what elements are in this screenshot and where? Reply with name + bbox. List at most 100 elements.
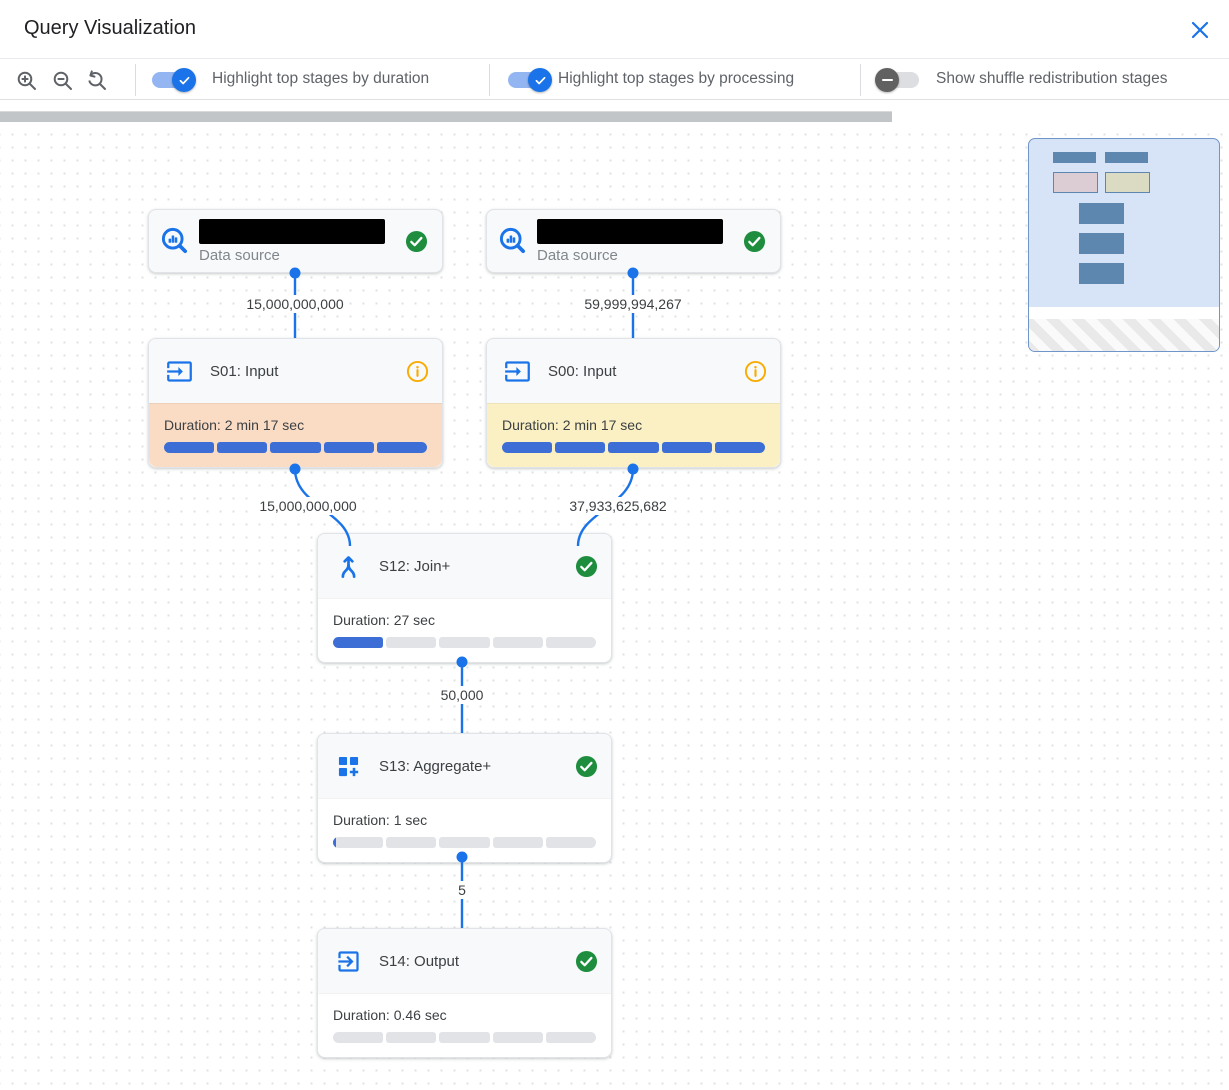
progress-segment — [502, 442, 553, 453]
horizontal-scrollbar-thumb[interactable] — [0, 111, 892, 122]
close-icon[interactable] — [1187, 17, 1213, 43]
progress-segment — [333, 1032, 384, 1043]
dot-grid-background — [0, 124, 1229, 1090]
stage-title: S00: Input — [548, 362, 617, 380]
completed-status-icon — [575, 755, 598, 778]
progress-segment — [333, 637, 384, 648]
output-icon — [335, 948, 362, 975]
input-icon — [166, 358, 193, 385]
edge-row-count: 5 — [453, 881, 471, 899]
bigquery-logo-icon — [497, 225, 529, 257]
minimap-out-of-view-stripes — [1029, 319, 1219, 351]
data-source-label: Data source — [537, 246, 618, 264]
stage-title: S12: Join+ — [379, 557, 451, 575]
info-status-icon[interactable] — [406, 360, 429, 383]
toolbar-divider — [489, 64, 490, 96]
node-data-source-2[interactable]: Data source — [486, 209, 781, 273]
completed-status-icon — [405, 230, 428, 253]
progress-segment — [386, 837, 437, 848]
progress-segment — [555, 442, 606, 453]
progress-segment — [386, 1032, 437, 1043]
progress-bar — [333, 1032, 597, 1043]
progress-segment — [545, 837, 597, 848]
duration-label: Duration: 2 min 17 sec — [502, 417, 643, 433]
zoom-in-icon[interactable] — [14, 68, 40, 94]
progress-segment — [661, 442, 712, 453]
edge-row-count: 15,000,000,000 — [254, 497, 362, 515]
node-s12-join[interactable]: S12: Join+ Duration: 27 sec — [317, 533, 612, 663]
node-s01-input[interactable]: S01: Input Duration: 2 min 17 sec — [148, 338, 443, 468]
progress-segment — [492, 637, 543, 648]
minimap-out-of-view-band — [1029, 307, 1219, 319]
progress-segment — [376, 442, 428, 453]
stage-title: S01: Input — [210, 362, 279, 380]
progress-segment — [386, 637, 437, 648]
horizontal-scrollbar — [0, 101, 1229, 123]
toggle-highlight-duration[interactable] — [152, 68, 196, 92]
stage-title: S14: Output — [379, 952, 460, 970]
toggle-label-duration: Highlight top stages by duration — [212, 70, 430, 87]
completed-status-icon — [575, 950, 598, 973]
info-status-icon[interactable] — [744, 360, 767, 383]
progress-segment — [439, 837, 490, 848]
progress-segment — [217, 442, 268, 453]
completed-status-icon — [743, 230, 766, 253]
toggle-label-processing: Highlight top stages by processing — [558, 70, 795, 87]
minimap-node — [1079, 203, 1124, 224]
aggregate-icon — [335, 753, 362, 780]
node-data-source-1[interactable]: Data source — [148, 209, 443, 273]
node-s00-input[interactable]: S00: Input Duration: 2 min 17 sec — [486, 338, 781, 468]
stage-title: S13: Aggregate+ — [379, 757, 492, 775]
join-icon — [335, 553, 362, 580]
toggle-label-shuffle: Show shuffle redistribution stages — [936, 70, 1168, 87]
progress-segment — [545, 1032, 597, 1043]
progress-segment — [439, 1032, 490, 1043]
minimap-node — [1079, 263, 1124, 284]
minimap-node-highlight-duration — [1053, 172, 1098, 193]
progress-segment — [492, 837, 543, 848]
dialog-header: Query Visualization — [0, 0, 1229, 58]
bigquery-logo-icon — [159, 225, 191, 257]
progress-segment — [608, 442, 659, 453]
toolbar-divider — [135, 64, 136, 96]
edge-row-count: 50,000 — [435, 686, 489, 704]
progress-segment — [545, 637, 597, 648]
duration-label: Duration: 27 sec — [333, 612, 435, 628]
edge-row-count: 59,999,994,267 — [579, 295, 687, 313]
progress-segment — [439, 637, 490, 648]
toggle-show-shuffle[interactable] — [875, 68, 919, 92]
progress-bar — [333, 837, 597, 848]
progress-segment — [492, 1032, 543, 1043]
progress-bar — [333, 637, 597, 648]
graph-minimap[interactable] — [1028, 138, 1220, 352]
minimap-node-highlight-processing — [1105, 172, 1150, 193]
minimap-node — [1079, 233, 1124, 254]
duration-label: Duration: 0.46 sec — [333, 1007, 447, 1023]
progress-segment — [333, 837, 384, 848]
progress-segment — [164, 442, 215, 453]
node-s13-aggregate[interactable]: S13: Aggregate+ Duration: 1 sec — [317, 733, 612, 863]
redacted-table-name — [537, 218, 723, 244]
zoom-out-icon[interactable] — [50, 68, 76, 94]
node-s14-output[interactable]: S14: Output Duration: 0.46 sec — [317, 928, 612, 1058]
edge-row-count: 37,933,625,682 — [564, 497, 672, 515]
graph-toolbar: Highlight top stages by duration Highlig… — [0, 58, 1229, 100]
page-title: Query Visualization — [24, 17, 196, 39]
input-icon — [504, 358, 531, 385]
toolbar-divider — [860, 64, 861, 96]
duration-label: Duration: 2 min 17 sec — [164, 417, 305, 433]
zoom-reset-icon[interactable] — [84, 68, 110, 94]
redacted-table-name — [199, 218, 385, 244]
toggle-highlight-processing[interactable] — [508, 68, 552, 92]
data-source-label: Data source — [199, 246, 280, 264]
minimap-node — [1053, 152, 1096, 163]
duration-label: Duration: 1 sec — [333, 812, 428, 828]
progress-bar — [164, 442, 428, 453]
progress-segment — [323, 442, 374, 453]
minimap-node — [1105, 152, 1148, 163]
edge-row-count: 15,000,000,000 — [241, 295, 349, 313]
progress-segment — [714, 442, 766, 453]
completed-status-icon — [575, 555, 598, 578]
progress-segment — [270, 442, 321, 453]
